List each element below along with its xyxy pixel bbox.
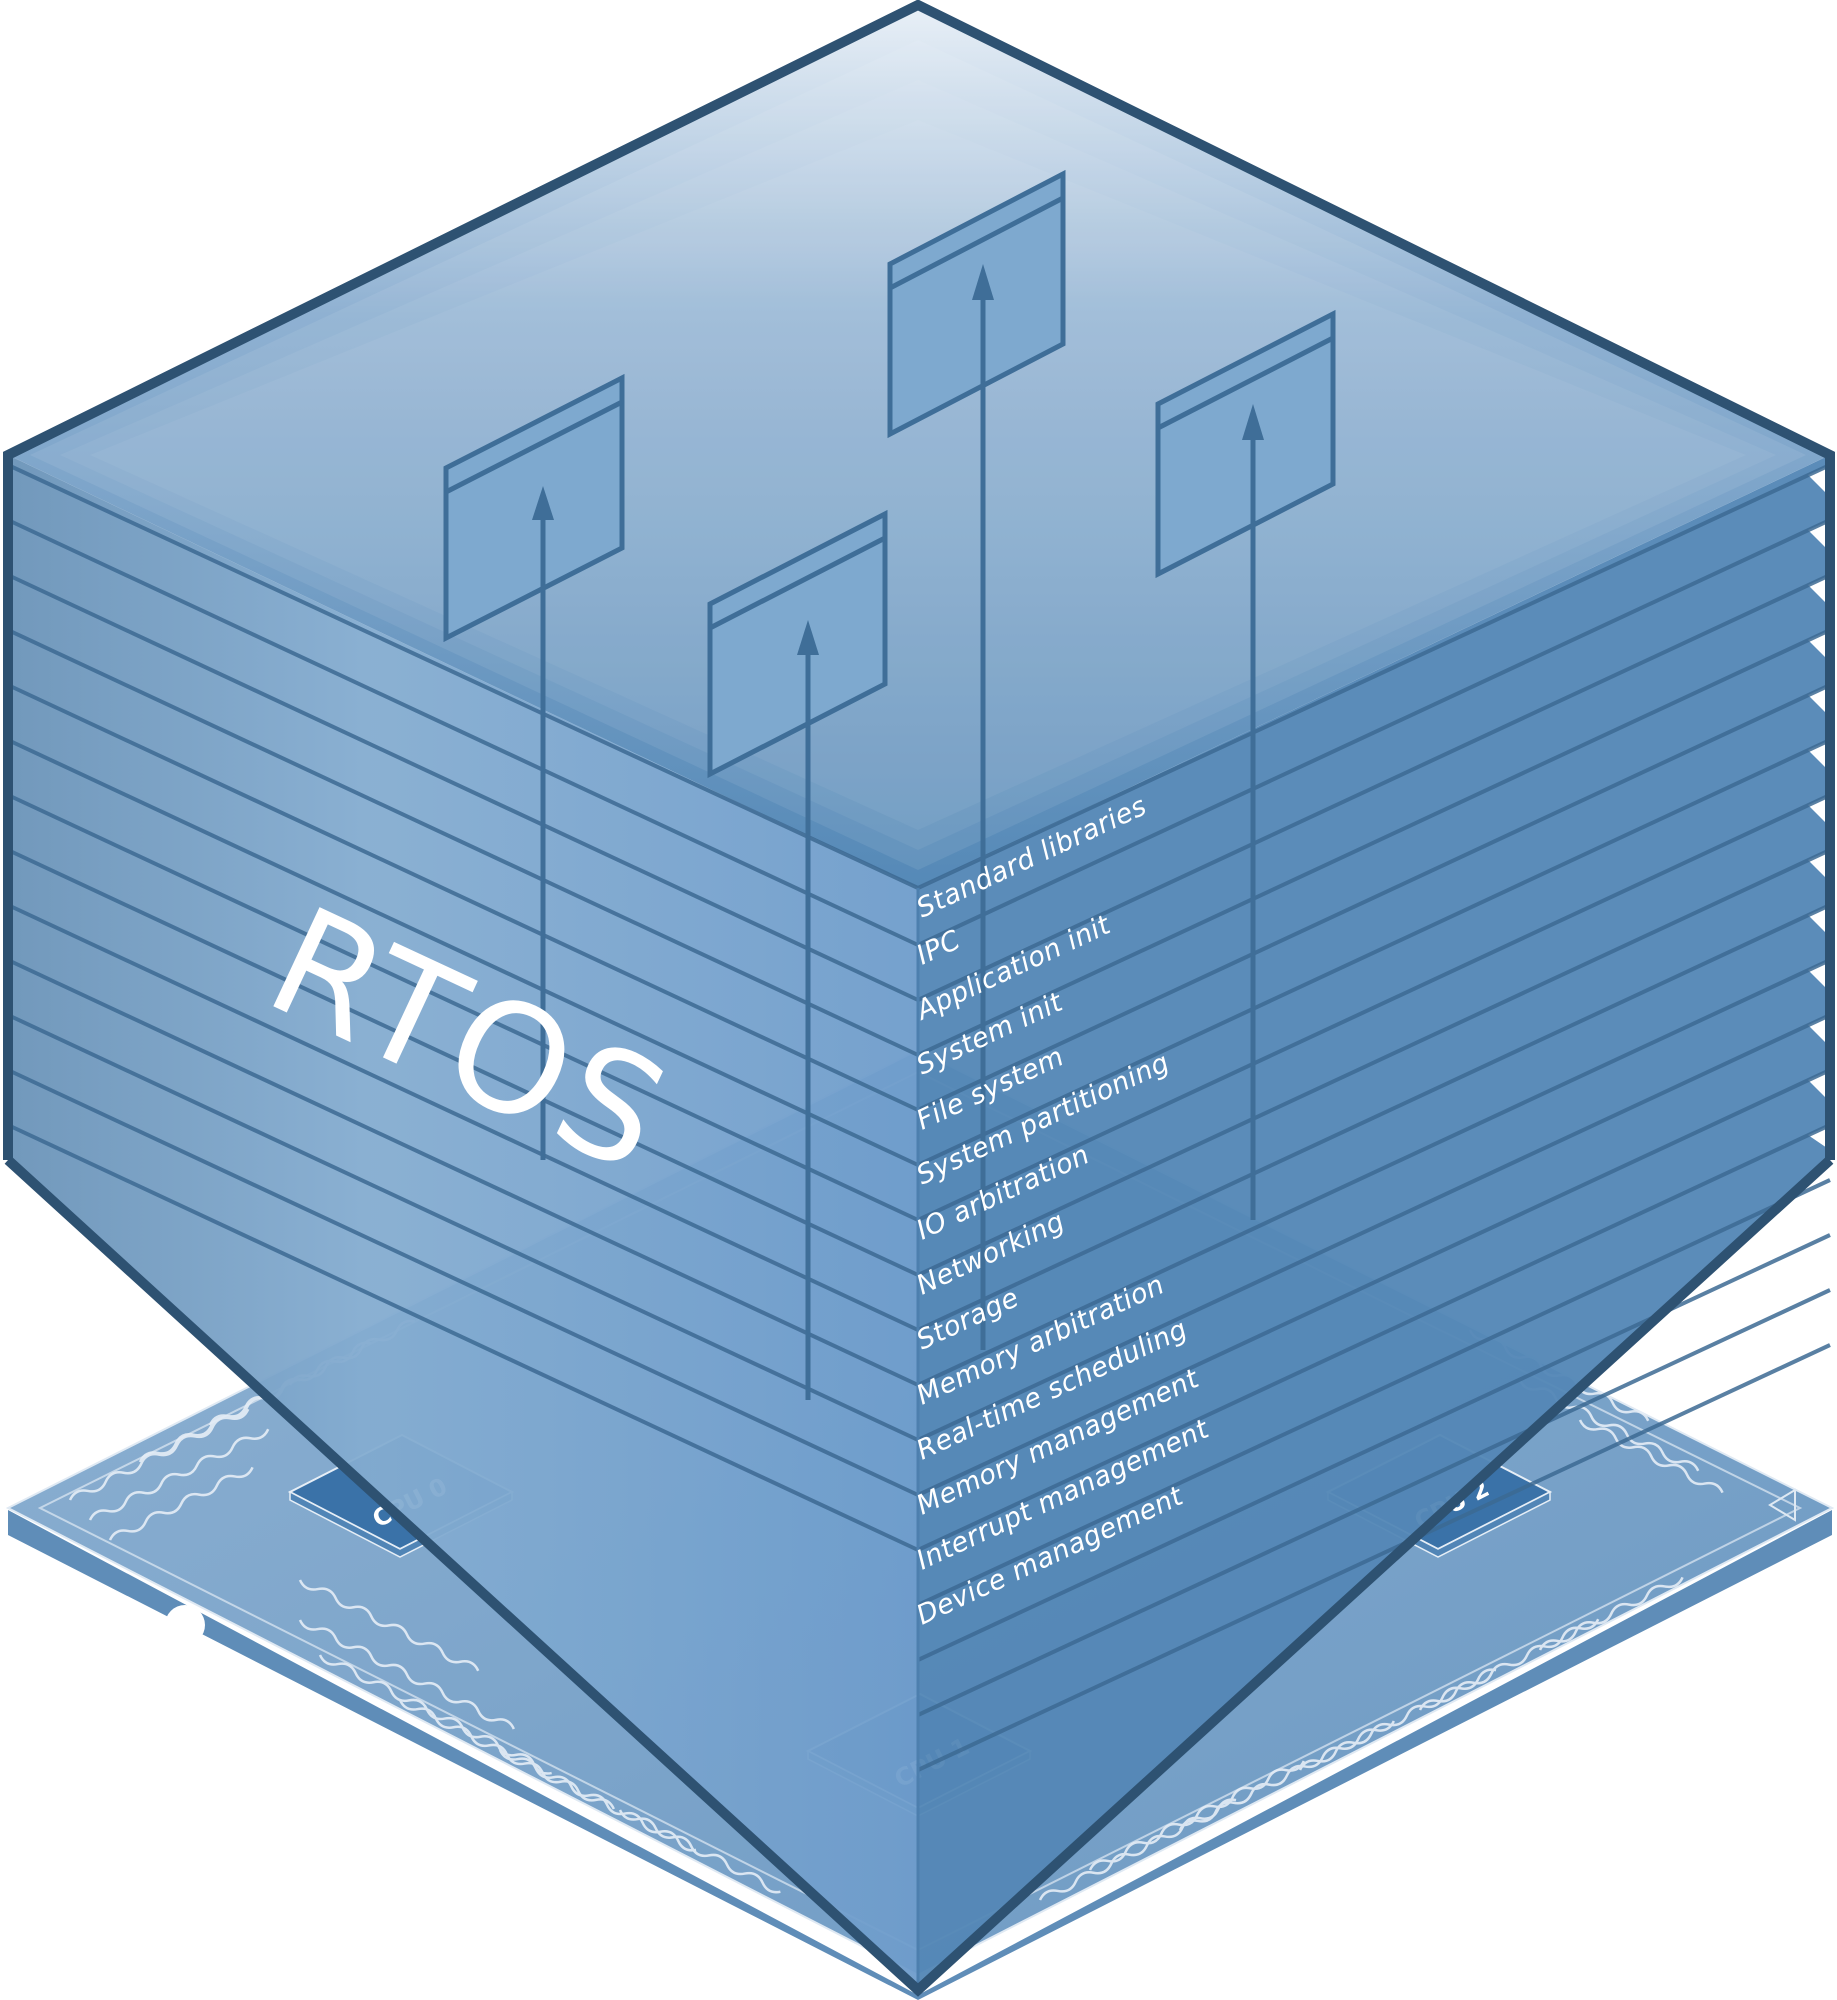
pin1-marker bbox=[1768, 1488, 1796, 1522]
task-window-center-high bbox=[887, 169, 1066, 1350]
layer-separators bbox=[7, 463, 1831, 1772]
cube-outline bbox=[2, 0, 1835, 1160]
chip-notch bbox=[165, 1605, 205, 1645]
cube-top-face bbox=[8, 5, 1830, 888]
task-window-left bbox=[443, 373, 625, 1160]
task-window-center-low bbox=[707, 509, 888, 1400]
cube-bottom-edge bbox=[4, 1156, 1834, 1997]
task-windows bbox=[443, 169, 1336, 1400]
task-window-right bbox=[1155, 309, 1336, 1220]
